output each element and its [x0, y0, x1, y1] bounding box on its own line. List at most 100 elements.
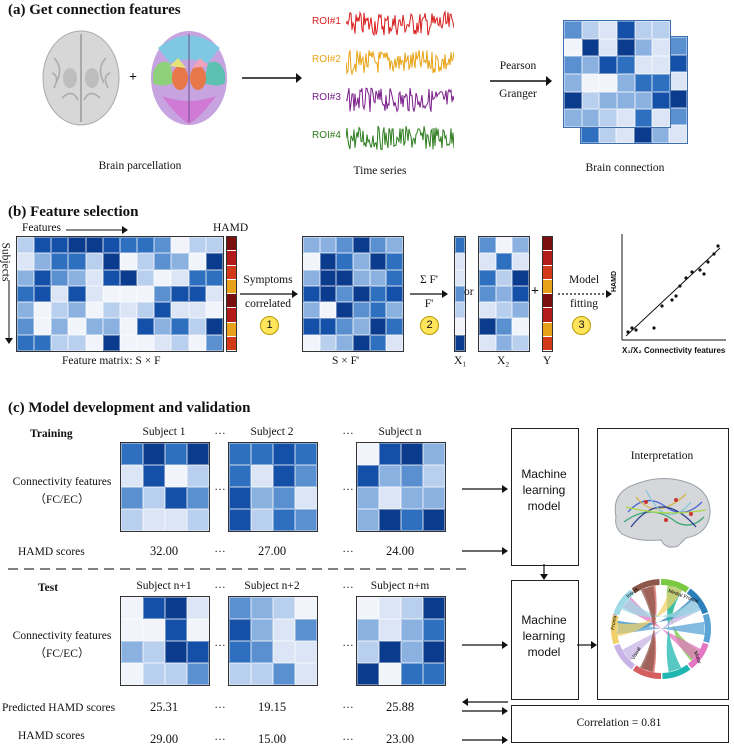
matrix-cell [423, 597, 445, 619]
matrix-cell [386, 302, 403, 319]
matrix-cell [319, 285, 337, 303]
matrix-cell [495, 318, 513, 335]
arrow-predicted-corr [462, 707, 508, 715]
matrix-cell [17, 253, 35, 270]
chord-label: Visual [631, 646, 643, 661]
brain-parcellation-label: Brain parcellation [98, 160, 182, 172]
matrix-cell [357, 509, 379, 531]
matrix-cell [251, 619, 273, 641]
predicted-hamd-score: 25.88 [385, 700, 415, 714]
matrix-cell [102, 237, 120, 254]
matrix-cell [229, 663, 251, 685]
chord-label: Frontal [610, 614, 619, 630]
matrix-cell [401, 443, 423, 465]
matrix-cell [229, 641, 251, 663]
matrix-cell [352, 269, 370, 286]
matrix-cell [581, 56, 600, 74]
scatter-point [678, 284, 682, 288]
matrix-cell [401, 465, 423, 487]
matrix-cell [599, 21, 617, 39]
matrix-cell [379, 641, 401, 663]
matrix-cell [352, 318, 370, 335]
matrix-cell [357, 443, 379, 465]
matrix-cell [319, 253, 337, 270]
selected-feature-matrix [302, 236, 404, 352]
matrix-cell [634, 73, 653, 92]
matrix-cell [295, 619, 317, 641]
matrix-cell [319, 302, 337, 319]
hamd-bar [226, 236, 237, 352]
matrix-cell [229, 443, 251, 465]
matrix-cell [295, 663, 317, 685]
matrix-cell [137, 302, 155, 319]
matrix-cell [495, 269, 513, 286]
matrix-cell [17, 285, 35, 303]
matrix-cell [423, 443, 445, 465]
matrix-cell [369, 334, 387, 351]
matrix-cell [121, 663, 143, 685]
matrix-cell [669, 37, 687, 55]
matrix-cell [479, 334, 496, 351]
matrix-cell [423, 619, 445, 641]
matrix-cell [187, 509, 209, 531]
matrix-cell [119, 285, 138, 303]
matrix-cell [423, 487, 445, 509]
matrix-cell [599, 38, 617, 57]
matrix-cell [455, 253, 465, 270]
matrix-cell [85, 302, 103, 319]
scatter-point [690, 270, 694, 274]
matrix-cell [17, 302, 35, 319]
f-prime-label: F' [424, 298, 434, 310]
matrix-cell [121, 619, 143, 641]
test-subject-matrix [228, 596, 318, 686]
test-hamd-score: 23.00 [385, 732, 415, 746]
matrix-cell [171, 318, 189, 335]
matrix-cell [68, 285, 86, 303]
matrix-cell [154, 334, 172, 351]
matrix-cell [34, 302, 52, 319]
matrix-cell [34, 334, 52, 351]
matrix-cell [401, 597, 423, 619]
matrix-cell [336, 253, 353, 270]
matrix-cell [669, 54, 687, 73]
matrix-cell [369, 253, 387, 270]
matrix-cell [121, 465, 143, 487]
matrix-cell [669, 125, 687, 143]
matrix-cell [564, 109, 582, 127]
matrix-cell [336, 269, 353, 286]
ellipsis-separator: ··· [214, 640, 226, 652]
matrix-cell [171, 253, 189, 270]
matrix-cell [121, 443, 143, 465]
train-subject-matrix [228, 442, 318, 532]
matrix-cell [171, 334, 189, 351]
matrix-cell [495, 334, 513, 351]
matrix-cell [495, 237, 513, 254]
matrix-cell [34, 253, 52, 270]
roi-signal-1 [346, 10, 454, 37]
test-subject-matrix [356, 596, 446, 686]
matrix-cell [336, 285, 353, 303]
matrix-cell [295, 641, 317, 663]
matrix-cell [512, 253, 529, 270]
symptoms-label: Symptoms [243, 274, 293, 286]
hamd-cell [227, 279, 236, 294]
matrix-cell [34, 285, 52, 303]
matrix-cell [357, 619, 379, 641]
test-label: Test [38, 582, 59, 594]
matrix-cell [188, 302, 206, 319]
brain-3d-image [614, 478, 711, 548]
matrix-cell [379, 465, 401, 487]
step-1-badge: 1 [260, 316, 279, 335]
matrix-cell [17, 318, 35, 335]
matrix-cell [137, 285, 155, 303]
matrix-cell [336, 237, 353, 254]
matrix-cell [143, 597, 165, 619]
matrix-cell [379, 597, 401, 619]
matrix-cell [357, 487, 379, 509]
hamd-cell [543, 251, 552, 266]
x1-vector [454, 236, 466, 352]
train-test-divider [8, 568, 468, 570]
train-subject-header: Subject n [378, 426, 422, 438]
matrix-cell [652, 56, 670, 74]
scatter-point [716, 244, 720, 248]
